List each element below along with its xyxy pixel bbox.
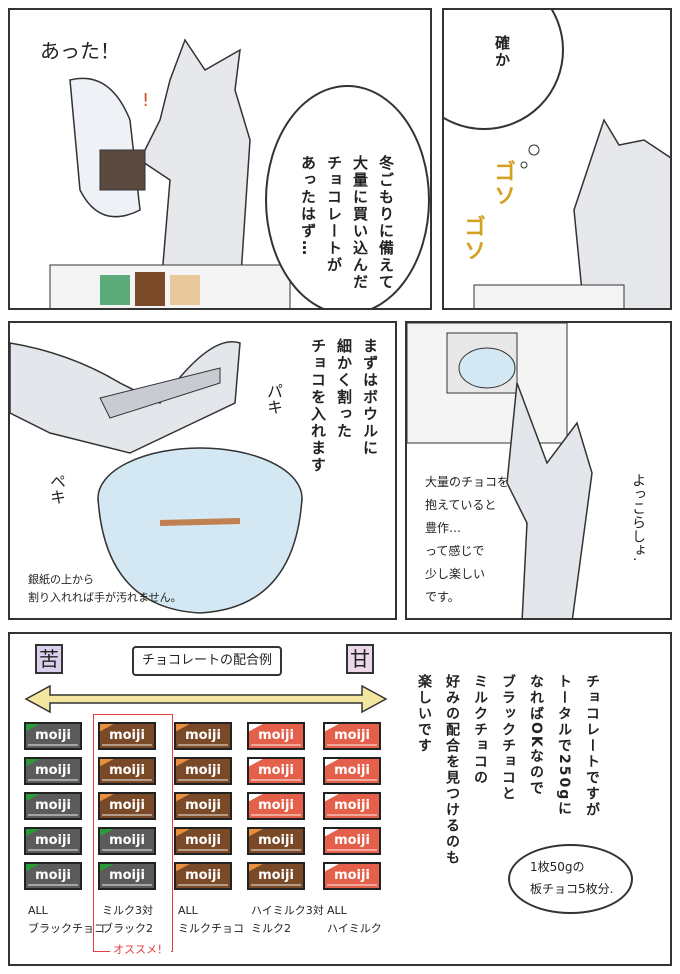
chocolate-bar-milk: moiji — [174, 862, 232, 890]
chocolate-bar-highmilk: moiji — [323, 757, 381, 785]
chocolate-bar-highmilk: moiji — [247, 722, 305, 750]
bitter-label: 苦 — [35, 644, 63, 674]
panel-found-chocolate: あった！ ! 冬ごもりに備えて 大量に買い込んだ チョコレートが あったはず… — [8, 8, 432, 310]
panel-breaking-chocolate: まずはボウルに 細かく割った チョコを入れます パキ ペキ 銀紙の上から 割り入… — [8, 321, 397, 620]
chocolate-bar-milk: moiji — [174, 722, 232, 750]
chocolate-bar-black: moiji — [98, 827, 156, 855]
narration-text: まずはボウルに 細かく割った チョコを入れます — [309, 338, 379, 474]
chocolate-bar-black: moiji — [24, 722, 82, 750]
panel-chocolate-ratio: 苦 甘 チョコレートの配合例 オススメ！ チョコレートですが トータルで250g… — [8, 632, 672, 966]
sfx-rummage-2: ゴソ — [460, 215, 485, 263]
note-text: 1枚50gの 板チョコ5枚分. — [530, 860, 614, 896]
surprise-mark: ! — [142, 90, 150, 111]
chocolate-bar-black: moiji — [24, 757, 82, 785]
fox-holding-bag-illustration — [49, 38, 291, 308]
bitter-sweet-arrow — [24, 684, 388, 714]
speech-bubble — [265, 85, 430, 308]
chocolate-bar-highmilk: moiji — [323, 792, 381, 820]
chocolate-bar-black: moiji — [24, 792, 82, 820]
chocolate-bar-black: moiji — [24, 862, 82, 890]
fox-searching-illustration — [473, 118, 670, 308]
chocolate-bar-highmilk: moiji — [247, 792, 305, 820]
column-label: ハイミルク3対 ミルク2 — [251, 904, 324, 935]
tip-note: 銀紙の上から 割り入れれば手が汚れません。 — [28, 573, 182, 604]
chocolate-bar-milk: moiji — [98, 722, 156, 750]
chocolate-bar-milk: moiji — [247, 827, 305, 855]
thought-text: 確か — [493, 35, 511, 69]
chocolate-bar-black: moiji — [24, 827, 82, 855]
note-bubble — [508, 844, 633, 914]
monologue-note: 大量のチョコを 抱えていると 豊作… って感じで 少し楽しい です。 — [425, 475, 510, 604]
sfx-heave: よっこらしょ. — [630, 473, 646, 562]
column-label: ALL ブラックチョコ — [28, 904, 105, 935]
exclamation-text: あった！ — [40, 39, 120, 63]
column-label: ミルク3対 ブラック2 — [102, 904, 153, 935]
chocolate-bar-highmilk: moiji — [247, 757, 305, 785]
speech-text: 冬ごもりに備えて 大量に買い込んだ チョコレートが あったはず… — [299, 155, 395, 291]
chart-title: チョコレートの配合例 — [132, 646, 282, 676]
panel-reaching-cupboard: よっこらしょ. 大量のチョコを 抱えていると 豊作… って感じで 少し楽しい で… — [405, 321, 672, 620]
fox-reaching-illustration — [407, 323, 593, 618]
chocolate-bar-milk: moiji — [247, 862, 305, 890]
bowl-and-hands-illustration — [10, 341, 303, 614]
chocolate-bar-highmilk: moiji — [323, 862, 381, 890]
chocolate-bar-milk: moiji — [174, 792, 232, 820]
chocolate-bar-milk: moiji — [174, 757, 232, 785]
chocolate-bar-highmilk: moiji — [323, 827, 381, 855]
chocolate-bar-milk: moiji — [98, 792, 156, 820]
narration-text: チョコレートですが トータルで250gに なればOKなので ブラックチョコと ミ… — [416, 674, 600, 866]
sweet-label: 甘 — [346, 644, 374, 674]
column-label: ALL ハイミルク — [327, 904, 382, 935]
recommend-label: オススメ！ — [110, 941, 171, 959]
chocolate-bar-milk: moiji — [174, 827, 232, 855]
chocolate-bar-milk: moiji — [98, 757, 156, 785]
sfx-rummage-1: ゴソ — [490, 160, 515, 208]
sfx-snap-1: パキ — [264, 383, 283, 415]
chocolate-bar-highmilk: moiji — [323, 722, 381, 750]
sfx-snap-2: ペキ — [47, 473, 66, 505]
panel-remembering: 確か ゴソ ゴソ — [442, 8, 672, 310]
chocolate-bar-black: moiji — [98, 862, 156, 890]
column-label: ALL ミルクチョコ — [178, 904, 244, 935]
